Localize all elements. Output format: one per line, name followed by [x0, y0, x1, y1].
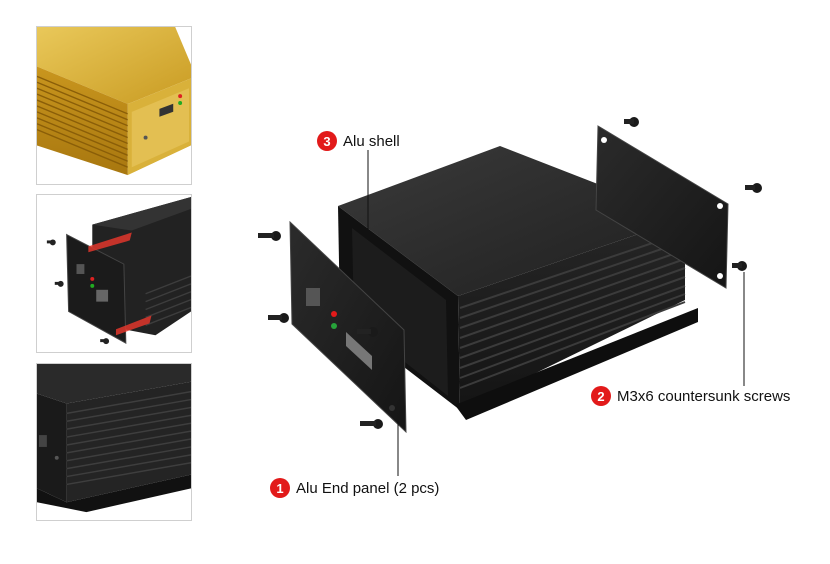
- callout-number-badge: 1: [270, 478, 290, 498]
- callout-label: Alu End panel (2 pcs): [296, 479, 440, 497]
- callout-end-panel: 1 Alu End panel (2 pcs): [270, 478, 439, 498]
- callout-label: M3x6 countersunk screws: [617, 387, 791, 405]
- screw-icon: [258, 231, 281, 241]
- thumbnail-black-enclosure: [36, 363, 192, 521]
- alu-end-panel-back: [595, 125, 729, 289]
- screw-icon: [46, 239, 110, 345]
- exploded-view-image: [46, 196, 191, 345]
- dc-jack-icon: [306, 288, 320, 306]
- usb-port-icon: [159, 103, 174, 117]
- screw-icon: [745, 183, 762, 193]
- alu-end-panel-front: [289, 220, 407, 434]
- leader-lines: [367, 150, 745, 476]
- thumbnail-gold-enclosure: [36, 26, 192, 185]
- callout-alu-shell: 3 Alu shell: [317, 131, 400, 151]
- callout-label: Alu shell: [343, 132, 400, 150]
- screw-icon: [268, 313, 289, 323]
- led-indicator-icon: [331, 311, 337, 329]
- screw-icon: [360, 419, 383, 429]
- callout-number-badge: 3: [317, 131, 337, 151]
- gold-enclosure-image: [37, 27, 191, 184]
- callout-screws: 2 M3x6 countersunk screws: [591, 386, 790, 406]
- black-enclosure-image: [37, 364, 191, 513]
- usb-port-icon: [346, 332, 372, 370]
- alu-shell: [338, 146, 698, 420]
- led-indicator-icon: [178, 94, 183, 106]
- thumbnail-exploded-view: [36, 194, 192, 353]
- screw-icon: [624, 117, 639, 127]
- screw-icon: [357, 327, 378, 337]
- callout-number-badge: 2: [591, 386, 611, 406]
- screw-icon: [732, 261, 747, 271]
